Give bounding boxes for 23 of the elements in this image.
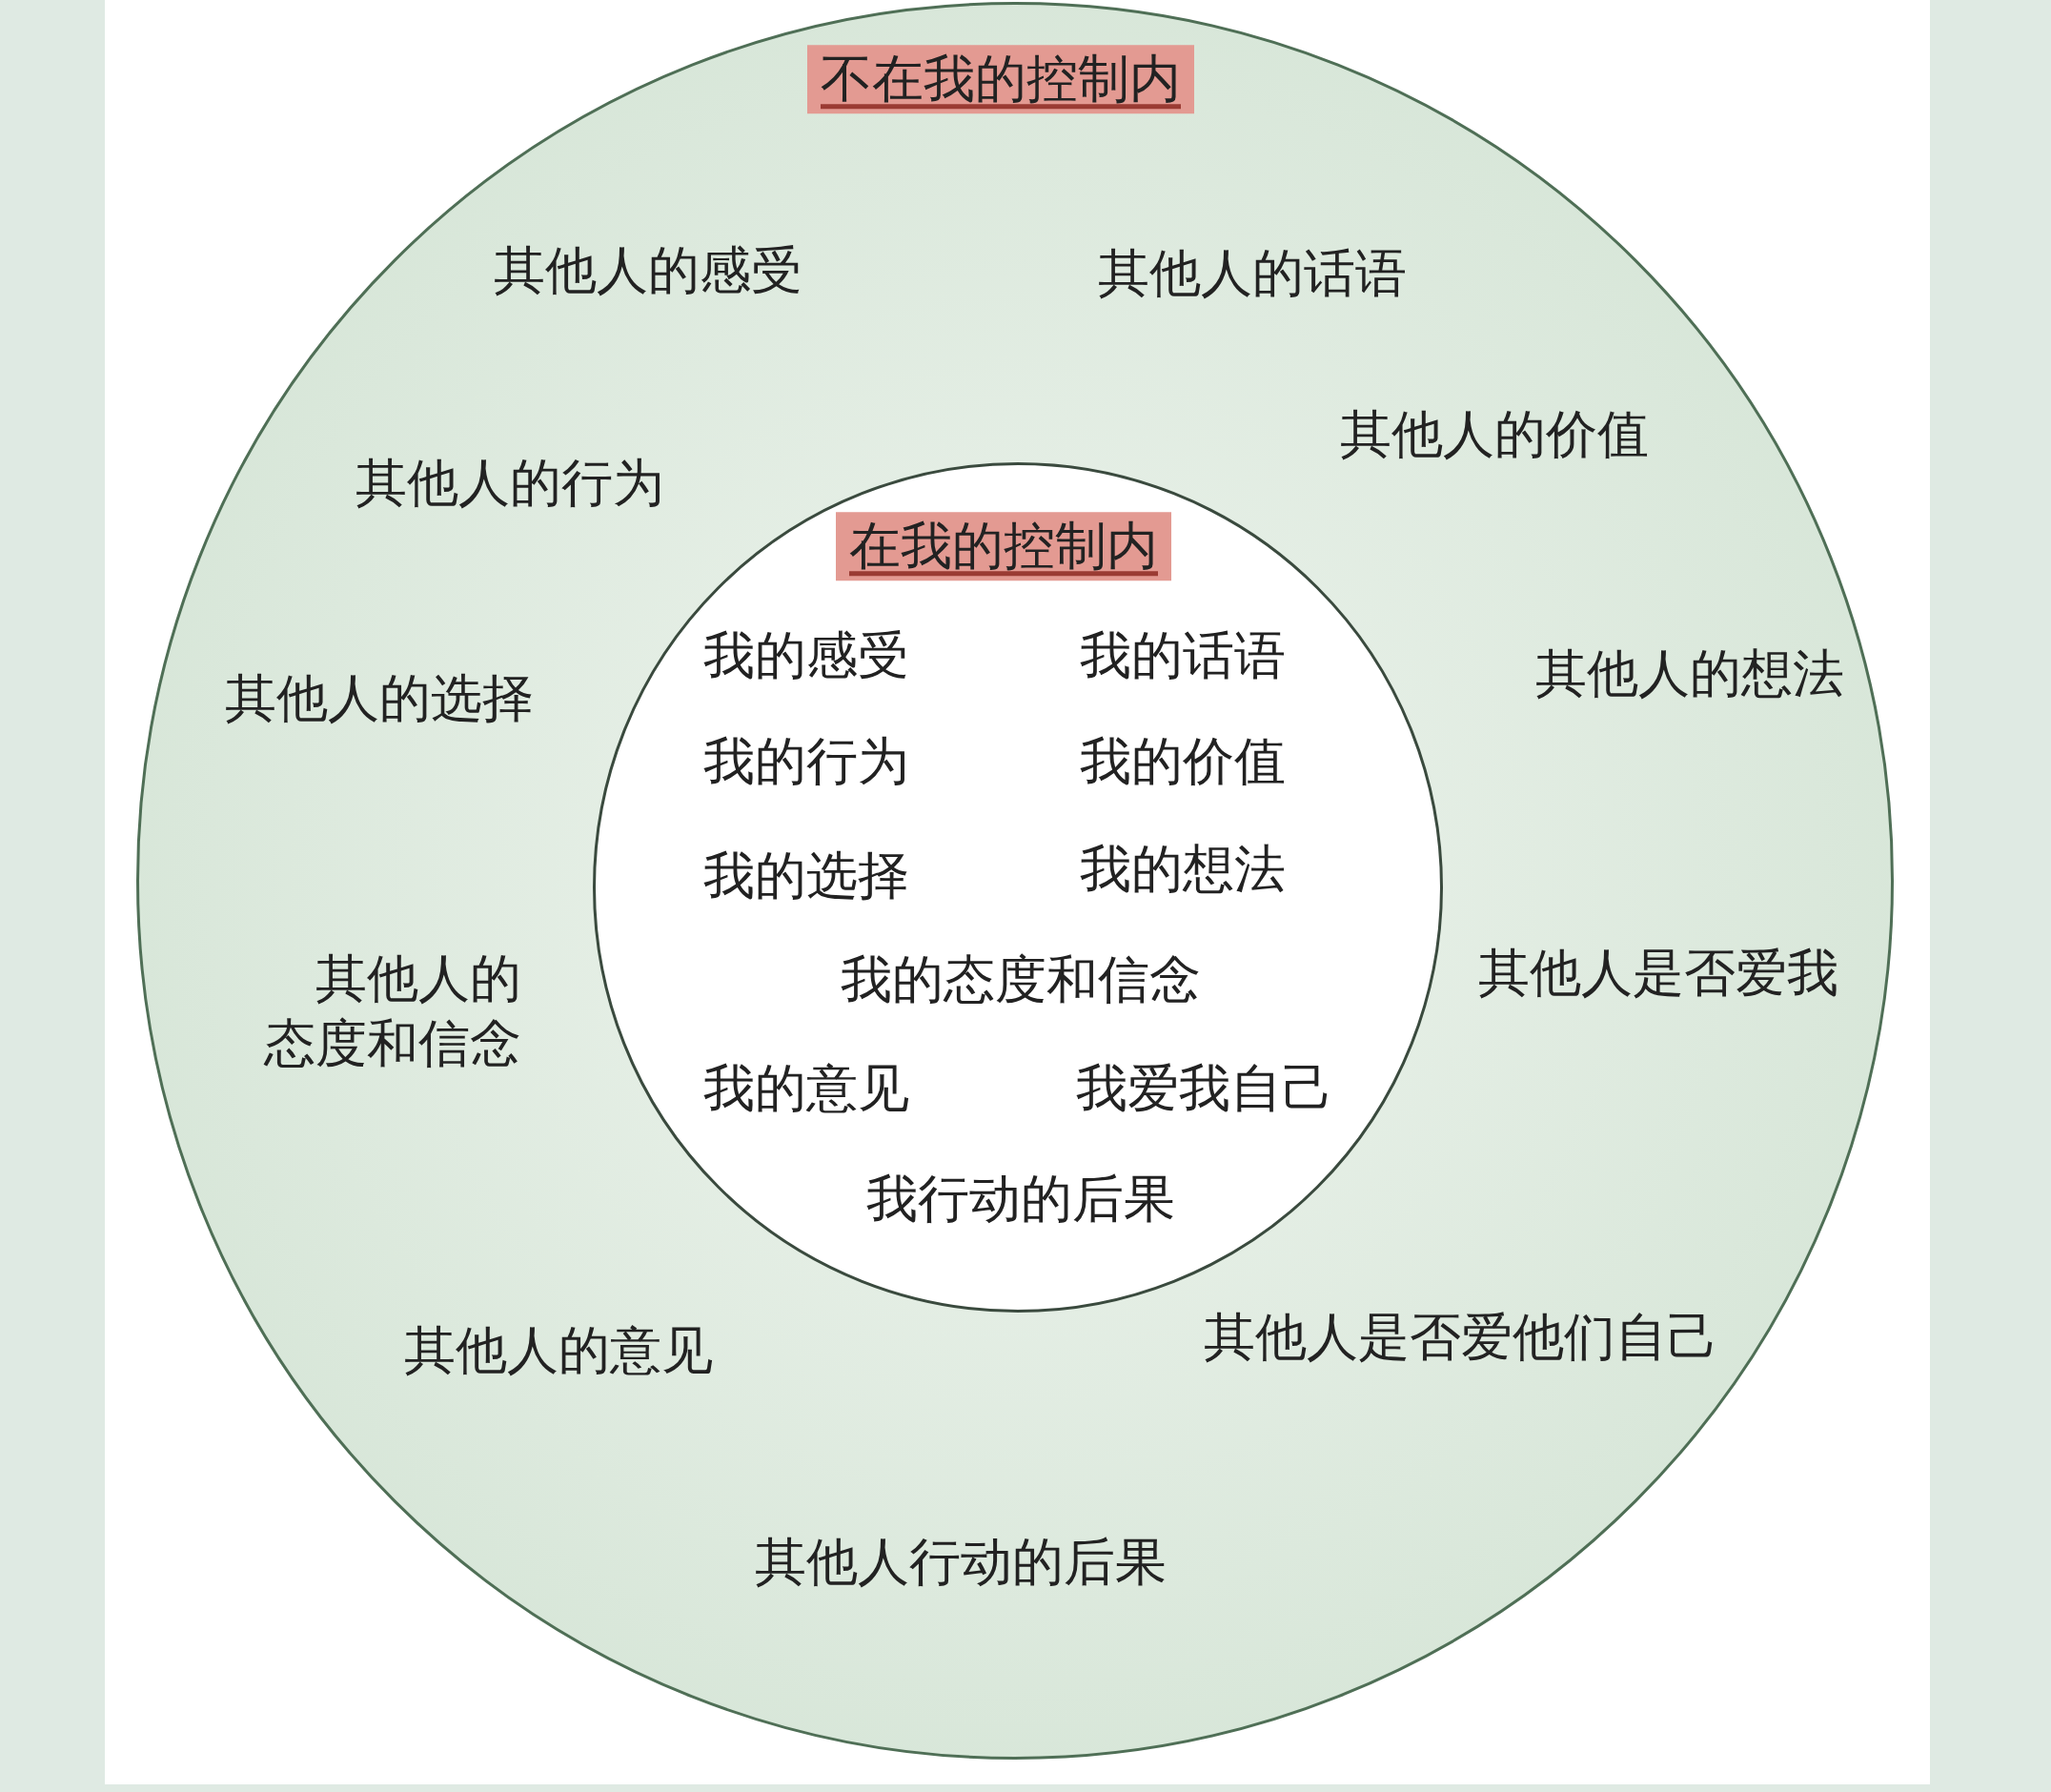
text-label: 我爱我自己 — [1076, 1057, 1333, 1121]
text-label: 我的感受 — [703, 624, 909, 688]
text-label: 其他人的感受 — [494, 239, 802, 303]
text-label: 我的选择 — [703, 845, 909, 908]
text-label: 其他人的意见 — [404, 1319, 713, 1383]
circle-heading: 不在我的控制内 — [807, 45, 1194, 113]
text-label: 其他人的想法 — [1535, 642, 1844, 706]
text-label: 其他人是否爱他们自己 — [1204, 1306, 1718, 1370]
text-label: 我的行为 — [703, 730, 909, 794]
text-label: 我行动的后果 — [866, 1168, 1175, 1232]
text-label: 我的话语 — [1080, 624, 1286, 688]
text-label: 其他人的行为 — [355, 452, 664, 516]
text-label: 我的想法 — [1080, 838, 1286, 902]
text-label: 其他人是否爱我 — [1478, 942, 1838, 1006]
text-label: 我的价值 — [1080, 730, 1286, 794]
text-label: 其他人行动的后果 — [755, 1531, 1167, 1595]
circle-heading: 在我的控制内 — [836, 512, 1171, 580]
text-label: 我的态度和信念 — [841, 948, 1201, 1012]
text-label: 其他人的选择 — [225, 667, 534, 731]
text-label: 其他人的话语 — [1098, 242, 1407, 306]
text-label: 我的意见 — [703, 1057, 909, 1121]
text-label: 其他人的态度和信念 — [264, 947, 521, 1074]
text-label: 其他人的价值 — [1340, 403, 1649, 467]
